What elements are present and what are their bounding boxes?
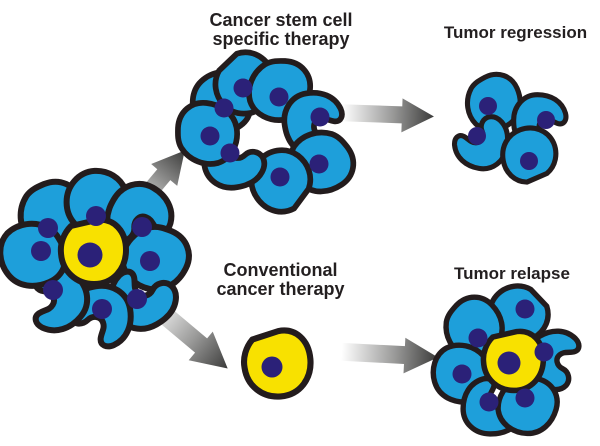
csc-therapy-ring-cluster	[172, 43, 362, 223]
arrow-to-regression	[341, 96, 435, 134]
cell-nucleus	[43, 280, 63, 300]
tumor-relapse-cluster	[433, 275, 594, 441]
cell-nucleus	[310, 107, 330, 127]
arrow-to-relapse	[340, 334, 439, 376]
cell-nucleus	[452, 364, 472, 384]
label-tumor-relapse: Tumor relapse	[454, 264, 570, 283]
cell-nucleus	[127, 289, 147, 309]
label-conventional-line2: cancer therapy	[216, 279, 345, 299]
cell-nucleus	[31, 241, 51, 261]
stem-cell-nucleus	[77, 242, 103, 268]
primary-tumor-cluster	[0, 166, 199, 352]
stem-cell-nucleus	[497, 351, 521, 375]
cell-nucleus	[200, 126, 220, 146]
label-csc-therapy-line1: Cancer stem cell	[209, 10, 353, 30]
cell-nucleus	[515, 299, 535, 319]
stem-cell-nucleus	[261, 356, 283, 378]
label-tumor-regression: Tumor regression	[443, 23, 588, 42]
cell-nucleus	[537, 111, 555, 129]
cell-nucleus	[479, 97, 497, 115]
label-csc-therapy: Cancer stem cell specific therapy	[186, 11, 376, 49]
cell-nucleus	[140, 251, 160, 271]
cell-nucleus	[92, 299, 112, 319]
label-conventional-therapy: Conventional cancer therapy	[193, 261, 368, 299]
cell-nucleus	[269, 87, 289, 107]
cell-nucleus	[534, 342, 554, 362]
cell-nucleus	[270, 167, 290, 187]
cell-nucleus	[479, 392, 499, 412]
cell-nucleus	[309, 154, 329, 174]
surviving-stem-cell	[241, 328, 313, 399]
cell-nucleus	[132, 217, 152, 237]
tumor-regression-cluster	[451, 68, 566, 186]
cell-nucleus	[515, 388, 535, 408]
cell-nucleus	[468, 127, 486, 145]
cell-nucleus	[214, 98, 234, 118]
label-conventional-line1: Conventional	[223, 260, 338, 280]
cell-nucleus	[233, 78, 253, 98]
cell-nucleus	[520, 152, 538, 170]
cell-nucleus	[468, 328, 488, 348]
label-csc-therapy-line2: specific therapy	[212, 29, 350, 49]
cell-nucleus	[86, 206, 106, 226]
cell-nucleus	[220, 143, 240, 163]
cell-nucleus	[38, 218, 58, 238]
